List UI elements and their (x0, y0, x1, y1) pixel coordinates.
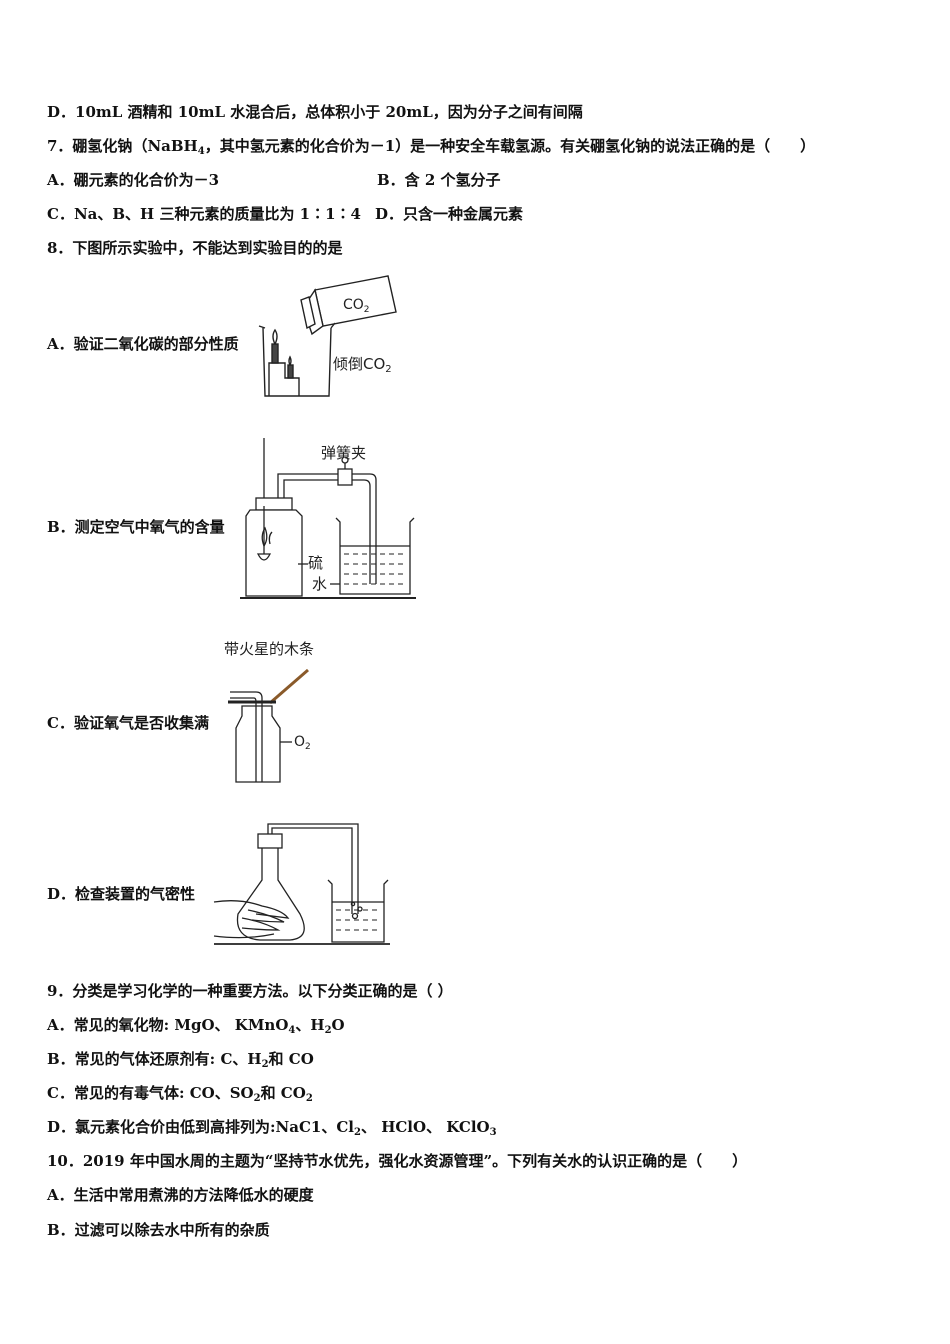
figure-a-bottle-label: CO2 (343, 297, 370, 315)
q8-option-a: A．验证二氧化碳的部分性质 (47, 335, 239, 353)
q10-option-a: A．生活中常用煮沸的方法降低水的硬度 (47, 1186, 314, 1204)
q7-option-a: A．硼元素的化合价为－3 (47, 171, 220, 189)
q10-stem: 10．2019 年中国水周的主题为“坚持节水优先，强化水资源管理”。下列有关水的… (47, 1152, 748, 1170)
q9-stem: 9．分类是学习化学的一种重要方法。以下分类正确的是（ ） (47, 982, 453, 1000)
figure-c-oxygen-check: 带火星的木条 O2 (224, 640, 314, 783)
q9-option-b-sub1: 2 (261, 1059, 269, 1070)
q8-option-d: D．检查装置的气密性 (47, 885, 196, 903)
q9-option-b-part2: 和 CO (268, 1050, 314, 1068)
figure-b-oxygen-content: 弹簧夹 硫 水 (240, 438, 416, 599)
q9-option-b: B．常见的气体还原剂有: C、H2和 CO (47, 1049, 314, 1070)
q9-option-a-sub2: 2 (324, 1025, 332, 1036)
q8-option-c: C．验证氧气是否收集满 (47, 714, 209, 732)
figure-b-sulfur-label: 硫 (308, 554, 323, 572)
q9-option-c-part1: C．常见的有毒气体: CO、SO (47, 1084, 254, 1102)
q7-stem: 7．硼氢化钠（NaBH4，其中氢元素的化合价为－1）是一种安全车载氢源。有关硼氢… (47, 136, 816, 157)
q9-option-c-part2: 和 CO (260, 1084, 306, 1102)
q9-option-a-part1: A．常见的氧化物: MgO、 KMnO (47, 1016, 289, 1034)
q9-option-d-sub1: 2 (354, 1127, 361, 1138)
q10-option-b: B．过滤可以除去水中所有的杂质 (47, 1221, 270, 1239)
figure-d-airtightness-check (213, 823, 390, 945)
figure-a-co2-pour: CO2 倾倒CO2 (258, 275, 397, 397)
q7-option-b: B．含 2 个氢分子 (377, 171, 501, 189)
q9-option-d: D．氯元素化合价由低到高排列为:NaC1、Cl2、 HClO、 KClO3 (47, 1117, 497, 1138)
q8-option-b: B．测定空气中氧气的含量 (47, 518, 225, 536)
q9-option-d-part2: 、 HClO、 KClO (360, 1118, 490, 1136)
q9-option-d-sub2: 3 (489, 1127, 497, 1138)
q9-option-c-sub1: 2 (253, 1093, 261, 1104)
q9-option-a-part3: O (331, 1016, 345, 1034)
q9-option-c-sub2: 2 (305, 1093, 313, 1104)
q7-option-c: C．Na、B、H 三种元素的质量比为 1∶1∶4 (47, 205, 361, 223)
q9-option-b-part1: B．常见的气体还原剂有: C、H (47, 1050, 262, 1068)
q9-option-a-sub1: 4 (288, 1025, 296, 1036)
figure-c-gas-label: O2 (294, 734, 311, 752)
q9-option-a: A．常见的氧化物: MgO、 KMnO4、H2O (47, 1015, 345, 1036)
q9-option-c: C．常见的有毒气体: CO、SO2和 CO2 (47, 1083, 313, 1104)
q7-stem-part1: 7．硼氢化钠（NaBH (47, 137, 198, 155)
figure-c-stick-label: 带火星的木条 (224, 640, 314, 658)
q7-stem-part2: ，其中氢元素的化合价为－1）是一种安全车载氢源。有关硼氢化钠的说法正确的是（ ） (204, 137, 816, 155)
q9-option-d-part1: D．氯元素化合价由低到高排列为:NaC1、Cl (47, 1118, 354, 1136)
figure-a-pour-label: 倾倒CO2 (333, 355, 392, 375)
q6-option-d: D．10mL 酒精和 10mL 水混合后，总体积小于 20mL，因为分子之间有间… (47, 103, 583, 121)
figure-b-water-label: 水 (312, 575, 327, 593)
q7-option-d: D．只含一种金属元素 (375, 205, 524, 223)
figure-b-clip-label: 弹簧夹 (321, 444, 366, 462)
q9-option-a-part2: 、H (295, 1016, 325, 1034)
q7-stem-subscript: 4 (197, 146, 205, 157)
q8-stem: 8．下图所示实验中，不能达到实验目的的是 (47, 239, 343, 257)
